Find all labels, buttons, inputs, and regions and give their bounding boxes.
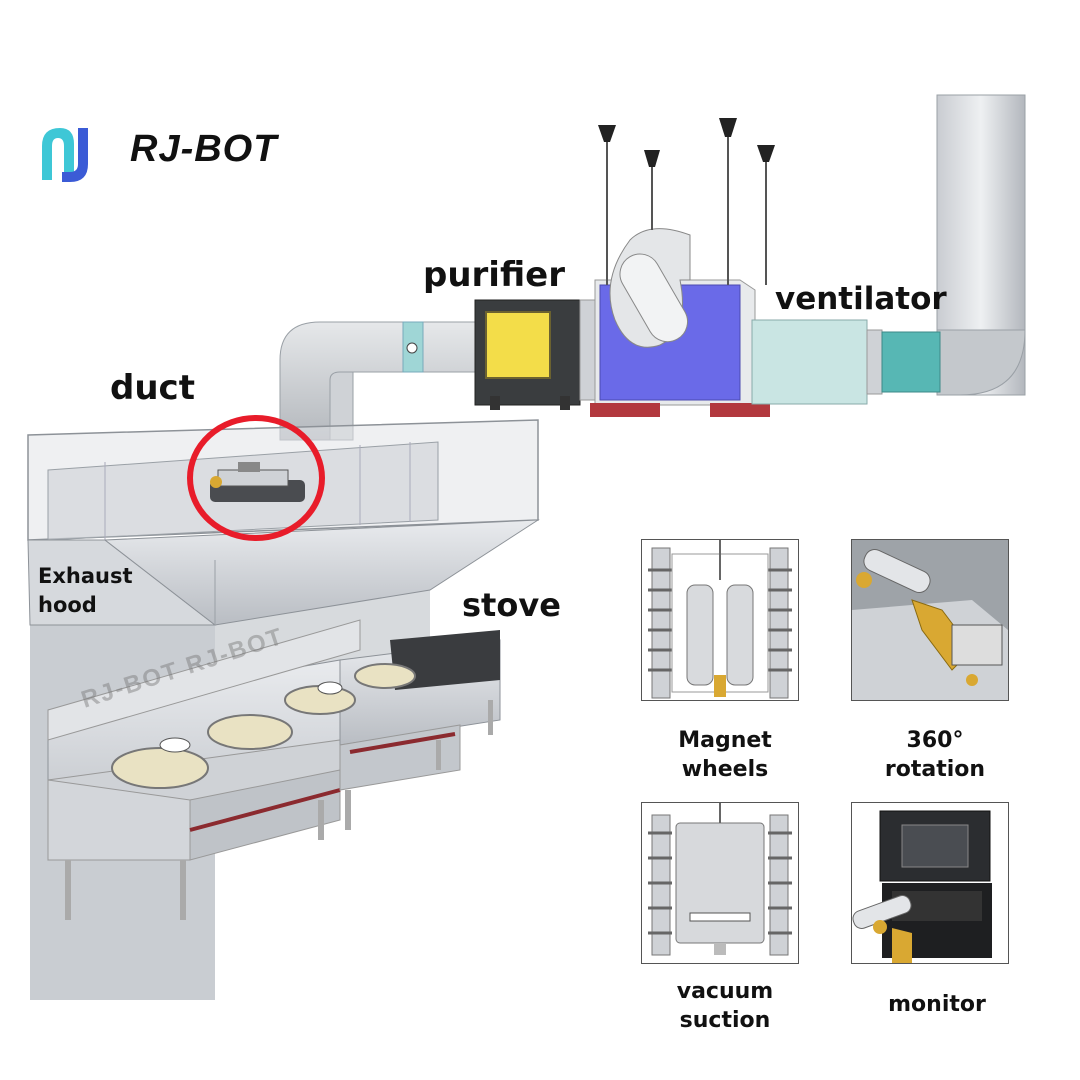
monitor-case-image bbox=[851, 802, 1009, 964]
brand-name: RJ-BOT bbox=[130, 128, 278, 170]
hanger-rods bbox=[606, 135, 767, 285]
caption-vacuum-suction-line1: vacuum bbox=[676, 979, 774, 1004]
stove bbox=[47, 619, 501, 920]
caption-magnet-wheels-line1: Magnet bbox=[678, 728, 772, 753]
rotating-nozzle-image bbox=[851, 539, 1009, 701]
hanger-clamps bbox=[598, 118, 775, 167]
caption-monitor: monitor bbox=[852, 990, 1022, 1019]
vertical-duct bbox=[936, 94, 1026, 396]
label-purifier: purifier bbox=[423, 255, 565, 295]
caption-rotation-line1: 360° bbox=[906, 728, 964, 753]
caption-rotation: 360° rotation bbox=[850, 726, 1020, 784]
label-exhaust-hood-line1: Exhaust bbox=[38, 564, 133, 588]
ventilator-unit bbox=[751, 319, 941, 405]
purifier-unit bbox=[474, 299, 581, 410]
caption-monitor-line1: monitor bbox=[888, 992, 986, 1017]
caption-vacuum-suction: vacuum suction bbox=[640, 977, 810, 1035]
caption-vacuum-suction-line2: suction bbox=[679, 1008, 771, 1033]
caption-magnet-wheels: Magnet wheels bbox=[640, 726, 810, 784]
robot-highlight-circle bbox=[187, 415, 325, 541]
vacuum-suction-image bbox=[641, 802, 799, 964]
label-stove: stove bbox=[462, 586, 561, 624]
caption-magnet-wheels-line2: wheels bbox=[681, 757, 769, 782]
label-exhaust-hood: Exhaust hood bbox=[38, 562, 133, 620]
fan-box bbox=[579, 228, 770, 417]
rj-logo-icon bbox=[42, 128, 88, 182]
magnet-wheels-robot-image bbox=[641, 539, 799, 701]
duct-robot bbox=[210, 462, 305, 502]
label-exhaust-hood-line2: hood bbox=[38, 593, 97, 617]
label-duct: duct bbox=[110, 368, 195, 408]
label-ventilator: ventilator bbox=[775, 281, 947, 317]
caption-rotation-line2: rotation bbox=[884, 757, 986, 782]
